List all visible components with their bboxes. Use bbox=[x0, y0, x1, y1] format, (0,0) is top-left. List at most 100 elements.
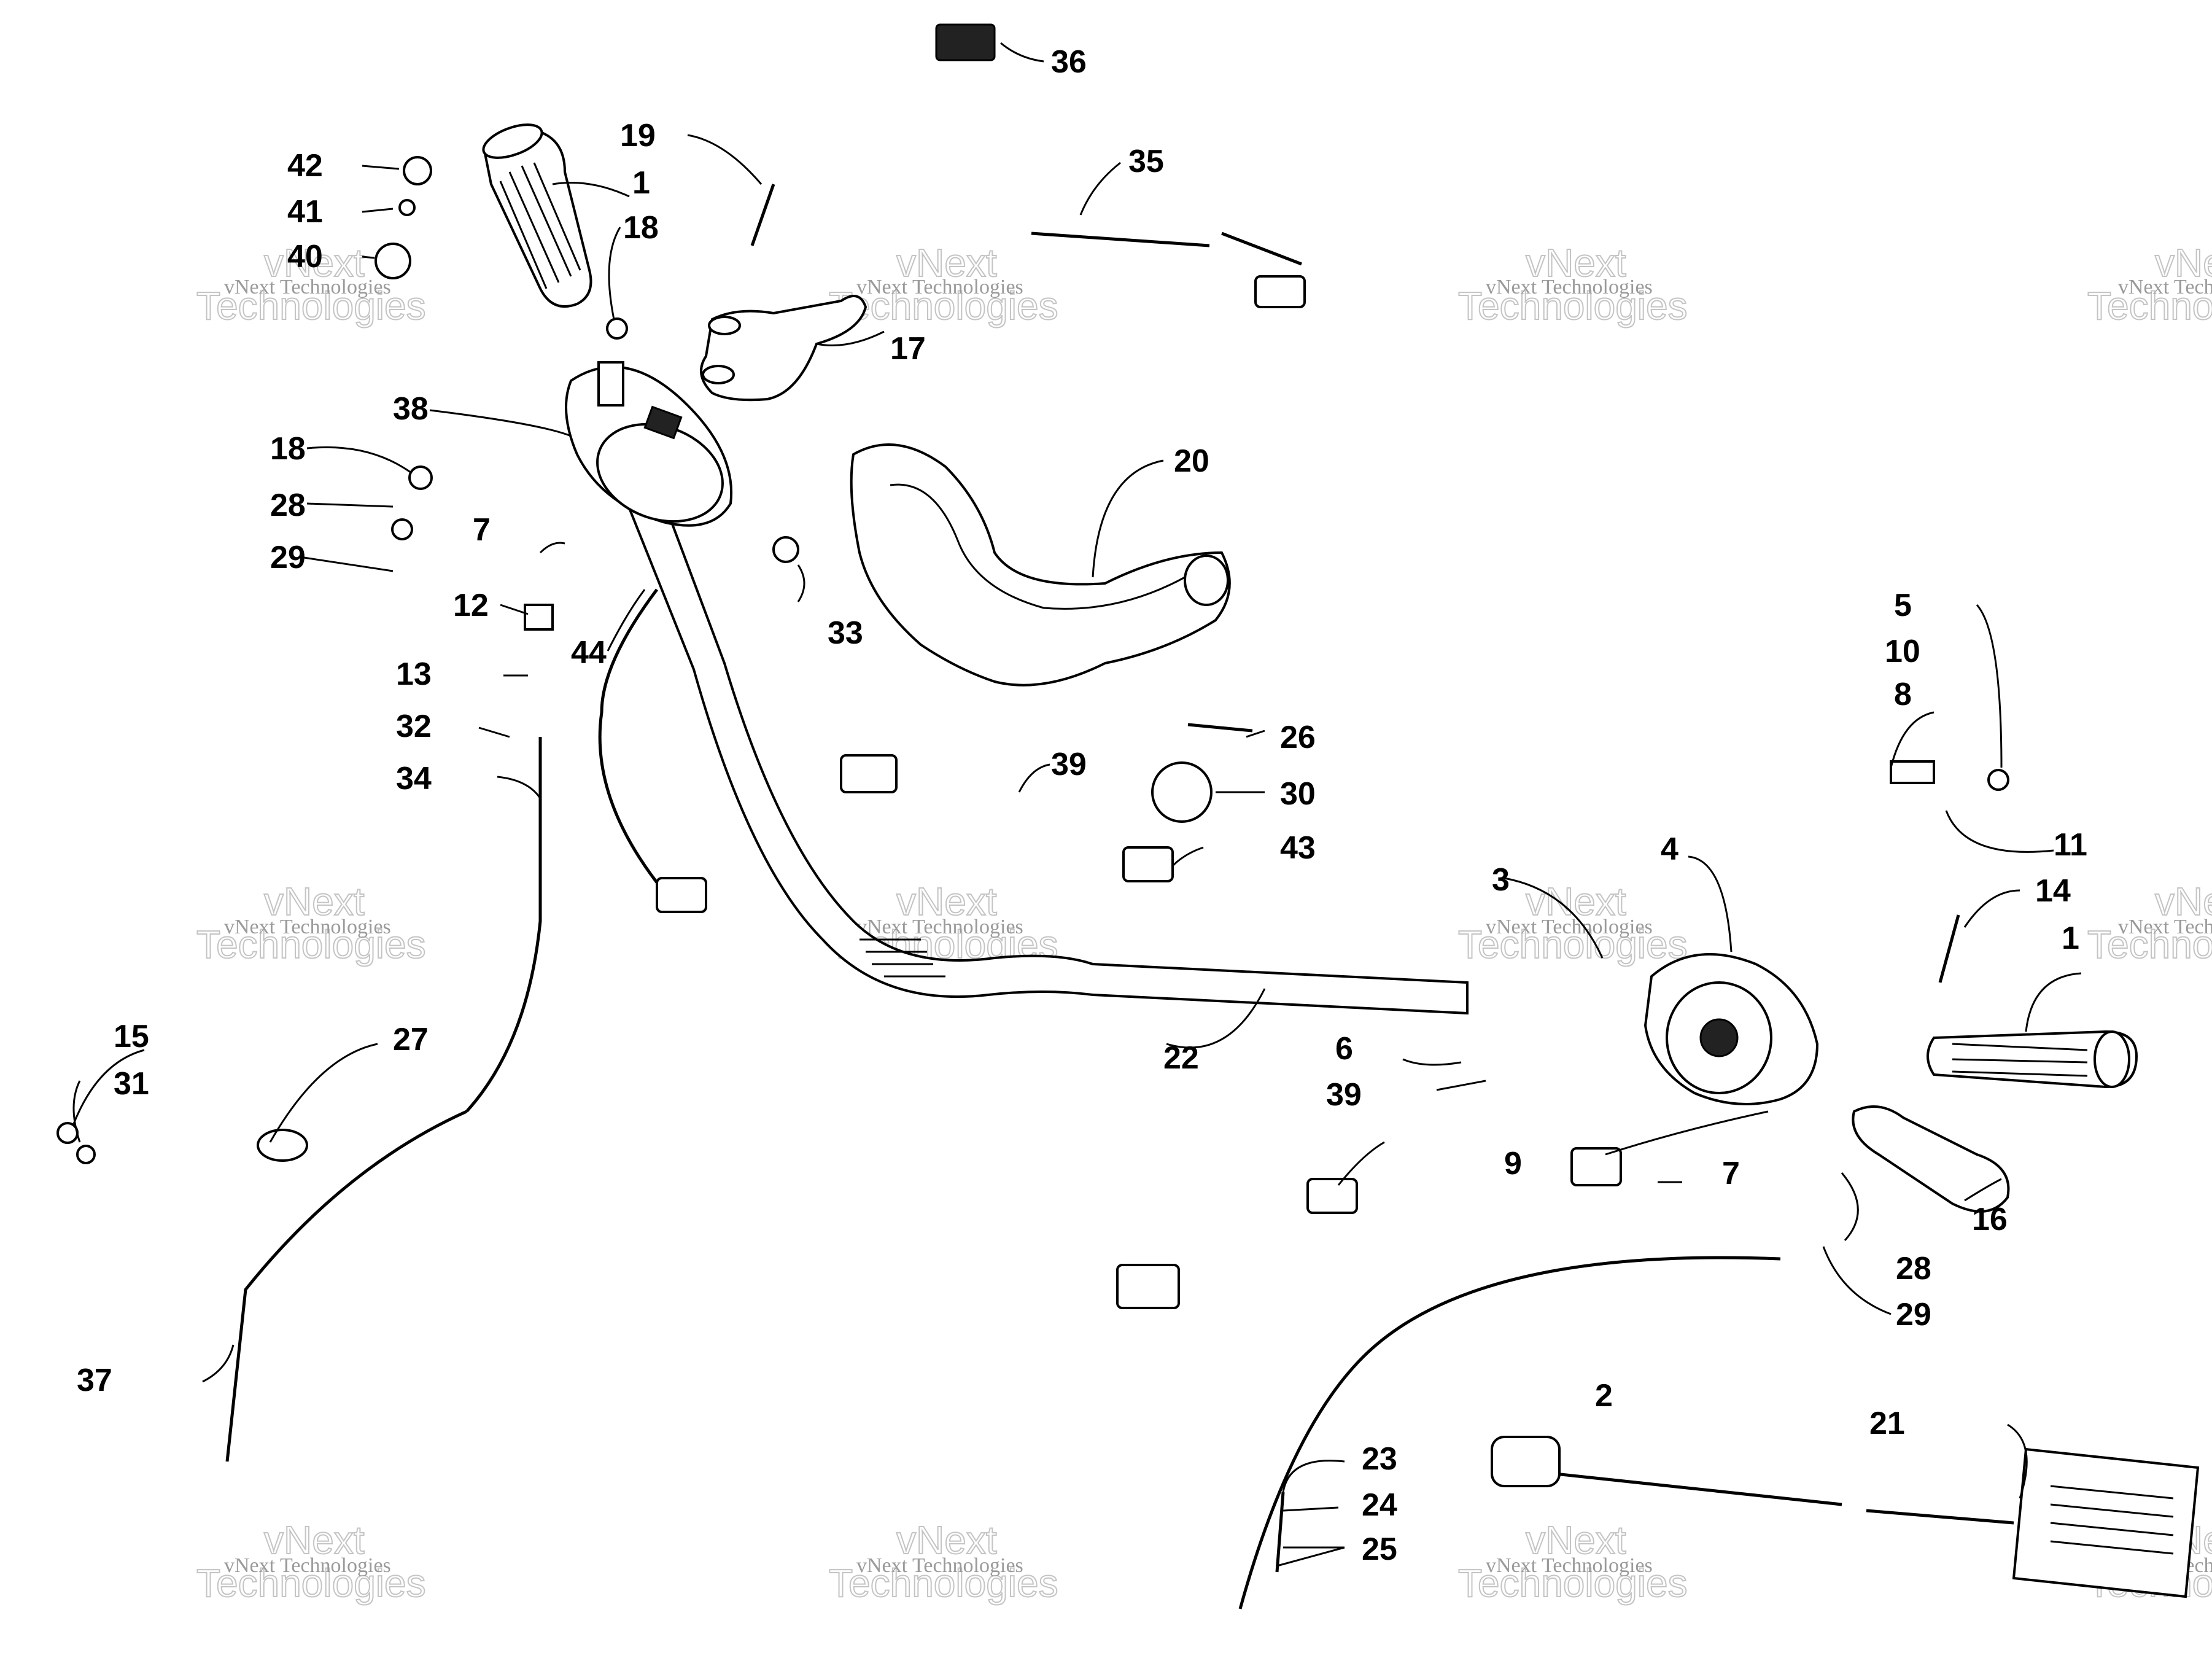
watermark-text: vNext Technologies bbox=[1486, 1554, 1653, 1577]
right-switch-housing bbox=[1643, 953, 1819, 1105]
watermark-text: vNext bbox=[2155, 879, 2212, 924]
watermark: Technologies vNext vNext Technologies bbox=[196, 1517, 427, 1606]
hand-guard bbox=[850, 443, 1231, 687]
watermark-text: Technologies bbox=[196, 1561, 426, 1605]
callout-6: 6 bbox=[1335, 1031, 1353, 1067]
callout-12: 12 bbox=[453, 588, 489, 623]
watermark-text: vNext bbox=[896, 1518, 997, 1562]
callout-30: 30 bbox=[1280, 776, 1316, 812]
watermark-text: Technologies bbox=[196, 284, 426, 328]
cable-2 bbox=[1238, 1256, 1781, 1609]
watermark-text: vNext Technologies bbox=[1486, 916, 1653, 938]
left-grip bbox=[482, 123, 592, 308]
callout-26: 26 bbox=[1280, 720, 1316, 755]
callout-43: 43 bbox=[1280, 830, 1316, 866]
callout-5: 5 bbox=[1894, 588, 1912, 623]
cable-34 bbox=[465, 737, 542, 1113]
watermark-text: Technologies bbox=[829, 1561, 1058, 1605]
callout-11: 11 bbox=[2054, 827, 2087, 863]
callout-39: 39 bbox=[1051, 747, 1087, 782]
callout-4: 4 bbox=[1661, 831, 1678, 867]
screw-26 bbox=[1187, 723, 1253, 733]
ring-15 bbox=[56, 1122, 79, 1144]
callout-31: 31 bbox=[114, 1066, 149, 1102]
clip-33 bbox=[772, 536, 799, 563]
watermark: Technologies vNext vNext Technologies bbox=[828, 1517, 1059, 1606]
right-grip bbox=[1927, 1030, 2138, 1089]
callout-23: 23 bbox=[1362, 1441, 1397, 1477]
watermark-text: vNext Technologies bbox=[224, 276, 391, 298]
callout-10: 10 bbox=[1885, 634, 1920, 669]
callout-39: 39 bbox=[1326, 1077, 1362, 1113]
watermark-text: vNext Technologies bbox=[856, 1554, 1023, 1577]
callout-44: 44 bbox=[571, 635, 607, 671]
callout-15: 15 bbox=[114, 1019, 149, 1054]
watermark-text: vNext Technologies bbox=[1486, 276, 1653, 298]
callout-7: 7 bbox=[473, 512, 491, 548]
washer-28 bbox=[391, 518, 413, 540]
callout-42: 42 bbox=[287, 148, 323, 184]
callout-41: 41 bbox=[287, 194, 323, 230]
watermark-text: vNext bbox=[264, 1518, 365, 1562]
washer-18 bbox=[408, 465, 433, 490]
bracket-10 bbox=[1890, 760, 1935, 784]
washer-31 bbox=[76, 1145, 96, 1164]
callout-14: 14 bbox=[2035, 873, 2071, 909]
watermark-text: vNext bbox=[264, 879, 365, 924]
clamp-27 bbox=[257, 1129, 308, 1162]
callout-16: 16 bbox=[1972, 1202, 2008, 1237]
watermark: Technologies vNext vNext Technologies bbox=[828, 240, 1059, 329]
leader-lines bbox=[72, 42, 2082, 1567]
handlebar-knurl bbox=[860, 938, 945, 978]
watermark-text: vNext Technologies bbox=[2118, 916, 2212, 938]
watermark-text: Technologies bbox=[2087, 922, 2212, 967]
watermark-text: Technologies bbox=[829, 284, 1058, 328]
watermark-text: vNext bbox=[896, 241, 997, 285]
callout-27: 27 bbox=[393, 1022, 429, 1057]
watermark: Technologies vNext vNext Technologies bbox=[1457, 1517, 1688, 1606]
connector bbox=[1122, 846, 1174, 882]
watermark-text: vNext bbox=[2155, 241, 2212, 285]
callout-7: 7 bbox=[1722, 1156, 1740, 1191]
watermark-text: vNext bbox=[896, 879, 997, 924]
callout-1: 1 bbox=[632, 165, 650, 201]
cable-37 bbox=[225, 1110, 468, 1462]
callout-20: 20 bbox=[1174, 443, 1209, 479]
callout-2: 2 bbox=[1595, 1378, 1613, 1414]
callout-21: 21 bbox=[1869, 1406, 1905, 1441]
watermark: Technologies vNext vNext Technologies bbox=[196, 240, 427, 329]
watermark: Technologies vNext vNext Technologies bbox=[196, 879, 427, 967]
callout-labels: 1 1 2 3 4 5 6 7 7 8 9 10 11 12 13 14 15 … bbox=[77, 44, 2087, 1567]
callout-9: 9 bbox=[1504, 1146, 1522, 1181]
connector bbox=[656, 877, 707, 913]
washer-42 bbox=[403, 156, 432, 185]
wire-44 bbox=[598, 588, 664, 892]
callout-3: 3 bbox=[1492, 862, 1510, 898]
callout-38: 38 bbox=[393, 391, 429, 427]
connector bbox=[1254, 275, 1306, 308]
watermark: Technologies vNext vNext Technologies bbox=[1457, 240, 1688, 329]
callout-8: 8 bbox=[1894, 677, 1912, 712]
callout-22: 22 bbox=[1163, 1040, 1199, 1076]
watermark-text: vNext Technologies bbox=[856, 916, 1023, 938]
callout-17: 17 bbox=[890, 331, 926, 367]
callout-28: 28 bbox=[1896, 1251, 1931, 1286]
callout-24: 24 bbox=[1362, 1487, 1397, 1523]
left-switch-housing bbox=[565, 361, 733, 527]
callout-40: 40 bbox=[287, 239, 323, 274]
watermark-text: Technologies bbox=[1458, 922, 1688, 967]
bolt-19 bbox=[750, 184, 775, 246]
bolt-14 bbox=[1938, 914, 1960, 983]
bolt-5 bbox=[1987, 769, 2009, 791]
callout-13: 13 bbox=[396, 656, 432, 692]
watermark-text: vNext bbox=[1526, 1518, 1626, 1562]
nut-12 bbox=[524, 604, 554, 631]
watermark-text: vNext bbox=[1526, 241, 1626, 285]
callout-28: 28 bbox=[270, 488, 306, 523]
callout-29: 29 bbox=[270, 540, 306, 575]
screw-41 bbox=[398, 199, 416, 216]
connector bbox=[840, 754, 898, 793]
throttle-lever bbox=[700, 295, 867, 402]
heater-element bbox=[1491, 1436, 2200, 1598]
